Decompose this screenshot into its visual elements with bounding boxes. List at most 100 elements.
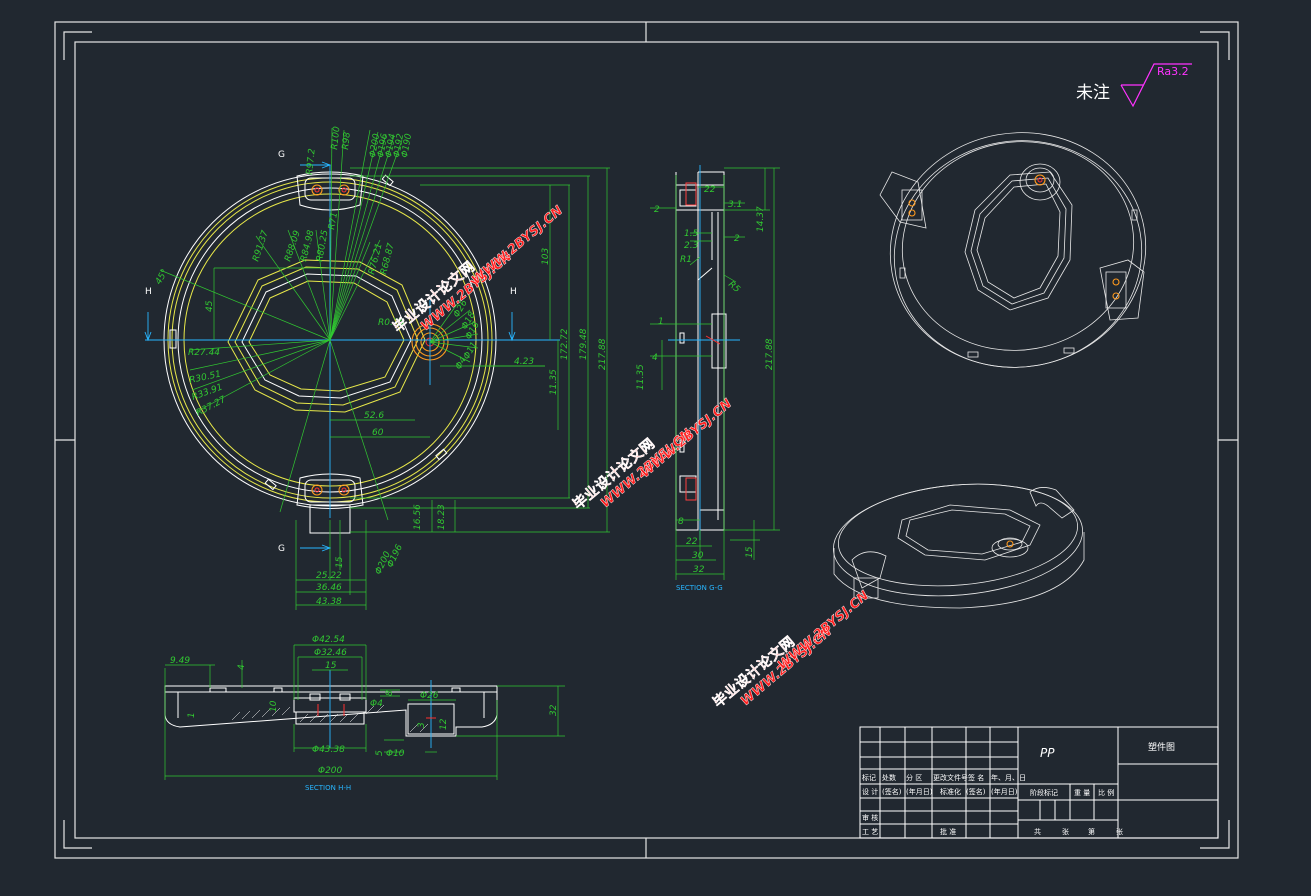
tb-sheets1: 张 bbox=[1062, 827, 1069, 836]
gg-2b: 2 bbox=[734, 234, 740, 244]
dim-4338: 43.38 bbox=[316, 597, 342, 607]
dim-45: 45 bbox=[205, 300, 215, 312]
gg-32: 32 bbox=[693, 565, 705, 575]
hh-4: 4 bbox=[237, 664, 247, 670]
section-hh-title: SECTION H-H bbox=[305, 784, 351, 792]
watermark-3b: WWW.2BYSJ.CN bbox=[775, 588, 872, 673]
dim-21788: 217.88 bbox=[598, 338, 608, 370]
gg-4: 4 bbox=[652, 353, 658, 363]
hh-12: 12 bbox=[439, 718, 449, 730]
tb-r1c4: 更改文件号 bbox=[933, 773, 968, 782]
dim-r100: R100 bbox=[330, 126, 342, 151]
section-h-left: H bbox=[145, 287, 152, 297]
gg-31: 3.1 bbox=[728, 200, 742, 210]
hh-5: 5 bbox=[375, 750, 385, 756]
gg-30: 30 bbox=[692, 551, 704, 561]
gg-8: 8 bbox=[678, 517, 684, 527]
dim-r71: R71 bbox=[327, 211, 340, 230]
tb-review: 审 核 bbox=[862, 813, 878, 822]
hh-p10: Φ10 bbox=[386, 749, 405, 759]
hh-1: 1 bbox=[187, 712, 197, 718]
drawing-name: 塑件图 bbox=[1148, 741, 1175, 753]
hhatch bbox=[231, 704, 429, 733]
hh-15: 15 bbox=[325, 661, 337, 671]
tb-r2c4: 标准化 bbox=[940, 787, 961, 796]
section-hh-view: Φ42.54 Φ32.46 15 9.49 4 1 10 Φ26 8 Φ4 32… bbox=[164, 635, 565, 792]
dim-17272: 172.72 bbox=[560, 328, 570, 360]
dim-r075: R0.75 bbox=[378, 318, 405, 328]
tb-r2c2: (签名) bbox=[882, 787, 902, 796]
dim-15-front: 15 bbox=[335, 556, 345, 568]
dim-103: 103 bbox=[541, 248, 551, 265]
gg-r5: R5 bbox=[726, 280, 742, 296]
hh-p4338: Φ43.38 bbox=[312, 745, 345, 755]
svg-text:WWW.2BYSJ.CN: WWW.2BYSJ.CN bbox=[775, 588, 872, 673]
tb-r1c6: 年、月、日 bbox=[991, 773, 1026, 782]
tb-no: 第 bbox=[1088, 827, 1095, 836]
gg-1135: 11.35 bbox=[636, 364, 646, 390]
gg-2a: 2 bbox=[654, 205, 660, 215]
hh-p3246: Φ32.46 bbox=[314, 648, 347, 658]
material-text: PP bbox=[1040, 746, 1055, 760]
gg-r1: R1 bbox=[680, 255, 692, 265]
tb-r2c5: (签名) bbox=[966, 787, 986, 796]
tb-stage: 阶段标记 bbox=[1030, 788, 1058, 797]
dim-423: 4.23 bbox=[514, 357, 534, 367]
dim-phi192-top: Φ192 bbox=[392, 133, 406, 159]
gg-23: 2.3 bbox=[684, 241, 699, 251]
tb-total: 共 bbox=[1034, 827, 1041, 836]
front-view: G G H H R100 R98 R97.2 Φ200 Φ196 Φ194 Φ1… bbox=[144, 126, 610, 610]
section-g-top: G bbox=[278, 150, 285, 160]
dim-r972: R97.2 bbox=[305, 148, 318, 175]
centering-marks bbox=[55, 22, 1238, 858]
dim-1656: 16.56 bbox=[413, 504, 423, 530]
isometric-view-bottom bbox=[832, 483, 1085, 609]
dim-phi200-top: Φ200 bbox=[368, 133, 382, 159]
hh-p4254: Φ42.54 bbox=[312, 635, 345, 645]
roughness-note: 未注 Ra3.2 bbox=[1076, 63, 1192, 108]
hh-10: 10 bbox=[269, 700, 279, 712]
dim-r9137: R91.37 bbox=[251, 229, 270, 263]
section-g-bottom: G bbox=[278, 544, 285, 554]
gg-22: 22 bbox=[704, 185, 716, 195]
gg-1: 1 bbox=[658, 317, 664, 327]
dim-phi194-top: Φ194 bbox=[384, 133, 398, 159]
dim-1823: 18.23 bbox=[437, 504, 447, 530]
tb-r1c5: 签 名 bbox=[968, 773, 984, 782]
svg-text:WWW.2BYSJ.CN: WWW.2BYSJ.CN bbox=[638, 396, 735, 481]
section-h-right: H bbox=[510, 287, 517, 297]
dim-526: 52.6 bbox=[364, 411, 384, 421]
tb-process: 工 艺 bbox=[862, 828, 878, 836]
tb-scale: 比 例 bbox=[1098, 788, 1114, 797]
watermark-1b: WWW.2BYSJ.CN bbox=[469, 203, 566, 288]
gg-22b: 22 bbox=[686, 537, 698, 547]
dim-3646: 36.46 bbox=[316, 583, 342, 593]
watermark-2b: WWW.2BYSJ.CN bbox=[638, 396, 735, 481]
gg-1437: 14.37 bbox=[756, 206, 766, 232]
tb-r1c3: 分 区 bbox=[906, 773, 922, 782]
hh-32: 32 bbox=[549, 704, 559, 716]
dim-r2744: R27.44 bbox=[188, 348, 220, 358]
dim-r8025: R80.25 bbox=[315, 229, 330, 263]
dim-2522: 25.22 bbox=[316, 571, 342, 581]
title-block: PP 塑件图 标记 处数 分 区 更改文件号 签 名 年、月、日 设 计 (签名… bbox=[859, 726, 1219, 839]
gg-21788: 217.88 bbox=[765, 338, 775, 370]
dim-phi190-top: Φ190 bbox=[400, 133, 414, 159]
tb-r1c1: 标记 bbox=[862, 773, 876, 782]
hh-949: 9.49 bbox=[170, 656, 190, 666]
gg-15: 1.5 bbox=[684, 229, 699, 239]
section-gg-view: 22 3.1 14.37 2 2 1.5 2.3 R1 R5 1 4 11.35… bbox=[636, 165, 780, 592]
tb-r1c2: 处数 bbox=[882, 773, 896, 782]
tb-weight: 重 量 bbox=[1074, 789, 1090, 797]
hh-p200: Φ200 bbox=[318, 766, 343, 776]
isometric-view-top bbox=[879, 132, 1147, 368]
gg-15b: 15 bbox=[745, 546, 755, 558]
tb-r2c1: 设 计 bbox=[862, 787, 878, 796]
tb-sheets2: 张 bbox=[1116, 827, 1123, 836]
tb-approve: 批 准 bbox=[940, 827, 956, 836]
roughness-value: Ra3.2 bbox=[1157, 65, 1189, 78]
hh-8: 8 bbox=[385, 690, 395, 696]
unmarked-label: 未注 bbox=[1076, 83, 1110, 103]
dim-45deg: 45° bbox=[154, 268, 171, 287]
